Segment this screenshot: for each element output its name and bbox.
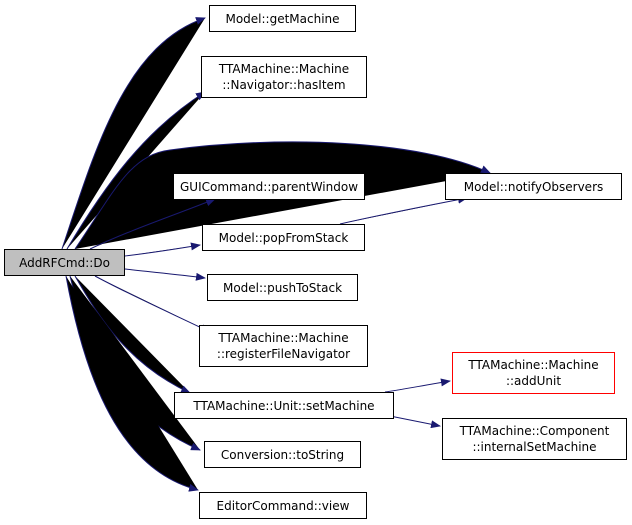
node-label: Model::getMachine — [225, 12, 339, 26]
node-label-line-2: ::addUnit — [506, 374, 561, 388]
edge-setmachine-to-addunit — [384, 378, 451, 393]
node-box — [173, 173, 365, 200]
node-machine-addunit[interactable]: TTAMachine::Machine ::addUnit — [452, 352, 615, 394]
node-label-line-2: ::internalSetMachine — [472, 440, 596, 454]
node-label: AddRFCmd::Do — [19, 256, 110, 270]
node-box — [201, 56, 367, 98]
edge-addrf-to-registerfilenavigator — [94, 275, 211, 333]
node-box — [442, 418, 627, 460]
node-navigator-hasitem[interactable]: TTAMachine::Machine ::Navigator::hasItem — [201, 56, 367, 98]
node-box — [209, 5, 356, 32]
node-component-internalsetmachine[interactable]: TTAMachine::Component ::internalSetMachi… — [442, 418, 627, 460]
node-label: EditorCommand::view — [217, 499, 350, 513]
edge-addrf-to-getmachine — [61, 17, 206, 250]
node-box — [445, 173, 622, 200]
node-box — [204, 441, 361, 468]
node-model-notifyobservers[interactable]: Model::notifyObservers — [445, 173, 622, 200]
node-addrfcmd-do[interactable]: AddRFCmd::Do — [4, 249, 125, 276]
node-label: GUICommand::parentWindow — [180, 180, 358, 194]
node-label: Conversion::toString — [221, 448, 344, 462]
node-label-line-1: TTAMachine::Machine — [217, 331, 348, 345]
node-machine-registerfilenavigator[interactable]: TTAMachine::Machine ::registerFileNaviga… — [199, 325, 368, 367]
node-label-line-1: TTAMachine::Machine — [218, 62, 349, 76]
node-label: Model::pushToStack — [223, 281, 342, 295]
node-guicommand-parentwindow[interactable]: GUICommand::parentWindow — [173, 173, 365, 200]
node-label: TTAMachine::Unit::setMachine — [192, 399, 374, 413]
node-label-line-2: ::Navigator::hasItem — [222, 78, 345, 92]
node-label: Model::notifyObservers — [464, 180, 604, 194]
node-label-line-2: ::registerFileNavigator — [217, 347, 350, 361]
edge-addrf-to-setmachine — [74, 275, 191, 394]
edge-popfromstack-to-notifyobservers — [339, 195, 468, 225]
node-box — [4, 249, 125, 276]
edge-addrf-to-popfromstack — [124, 242, 201, 257]
node-label-line-1: TTAMachine::Machine — [467, 358, 598, 372]
node-box — [199, 325, 368, 367]
node-box — [452, 352, 615, 394]
edge-addrf-to-pushtostack — [124, 268, 206, 281]
node-editorcommand-view[interactable]: EditorCommand::view — [199, 492, 367, 519]
node-label: Model::popFromStack — [219, 231, 349, 245]
node-box — [174, 392, 394, 419]
node-model-getmachine[interactable]: Model::getMachine — [209, 5, 356, 32]
node-model-pushtostack[interactable]: Model::pushToStack — [207, 274, 358, 301]
node-conversion-tostring[interactable]: Conversion::toString — [204, 441, 361, 468]
node-box — [207, 274, 358, 301]
edge-addrf-to-view — [65, 275, 199, 492]
node-model-popfromstack[interactable]: Model::popFromStack — [202, 224, 365, 251]
node-box — [202, 224, 365, 251]
nodes-layer: AddRFCmd::Do Model::getMachine TTAMachin… — [4, 5, 627, 519]
node-label-line-1: TTAMachine::Component — [459, 424, 610, 438]
node-box — [199, 492, 367, 519]
node-unit-setmachine[interactable]: TTAMachine::Unit::setMachine — [174, 392, 394, 419]
edge-addrf-to-parentwindow — [89, 198, 216, 250]
